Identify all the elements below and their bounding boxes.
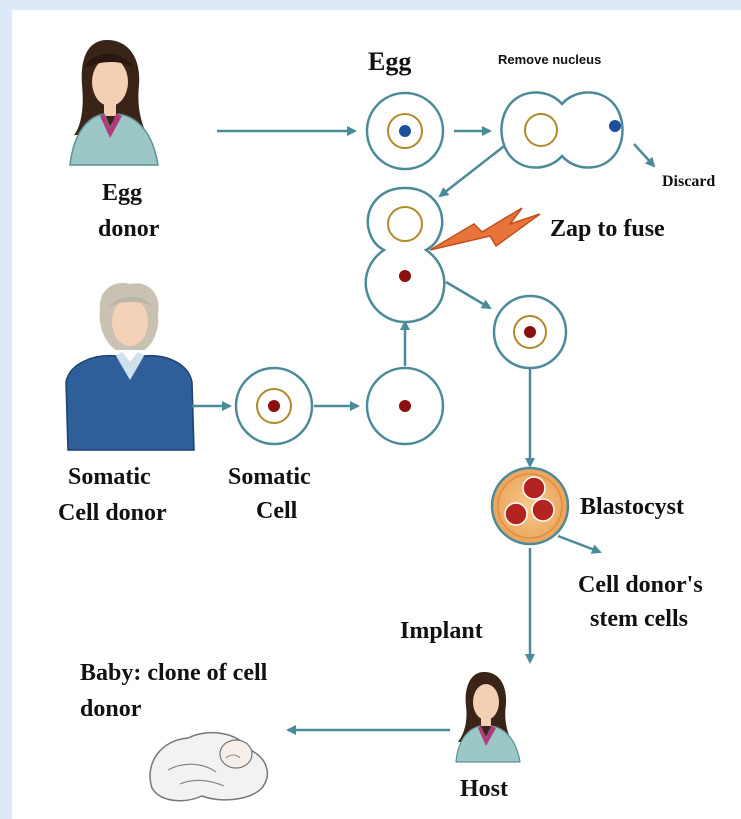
zap-to-fuse-label: Zap to fuse [550,216,665,242]
egg-label: Egg [368,47,411,76]
baby-label-line2: donor [80,696,142,722]
somatic-donor-label-line2: Cell donor [58,500,167,526]
diagram-canvas: Egg Remove nucleus Discard Egg donor Zap… [12,10,741,819]
cloning-diagram: Egg Remove nucleus Discard Egg donor Zap… [12,10,741,819]
egg-cell [367,93,443,169]
implant-label: Implant [400,618,483,644]
remove-nucleus-label: Remove nucleus [498,52,601,67]
somatic-cell-label-line1: Somatic [228,464,311,490]
egg-donor-label-line1: Egg [102,180,142,206]
host-label: Host [460,776,508,802]
blastocyst-label: Blastocyst [580,494,684,520]
arrow-fusion-to-zygote [446,282,490,308]
egg-donor-icon [70,40,158,165]
fusion-doublet [366,188,445,322]
arrow-to-discard [634,144,654,166]
egg-donor-label-line2: donor [98,216,160,242]
discard-label: Discard [662,173,715,190]
blastocyst-icon [492,468,568,544]
somatic-cell-donor-icon [66,283,194,450]
somatic-cell-label-line2: Cell [256,498,298,524]
stem-cells-label-line1: Cell donor's [578,572,703,598]
baby-icon [150,733,267,801]
stem-cells-label-line2: stem cells [590,606,688,632]
baby-label-line1: Baby: clone of cell [80,660,268,686]
somatic-donor-label-line1: Somatic [68,464,151,490]
somatic-cell [236,368,312,444]
arrow-enucleated-egg-to-fusion [440,140,512,196]
host-icon [456,672,520,762]
enucleation-cell [502,92,623,167]
arrow-blastocyst-to-stem-cells [558,536,600,552]
nucleus-cell [367,368,443,444]
reconstructed-cell [494,296,566,368]
zap-lightning-icon [430,208,540,250]
